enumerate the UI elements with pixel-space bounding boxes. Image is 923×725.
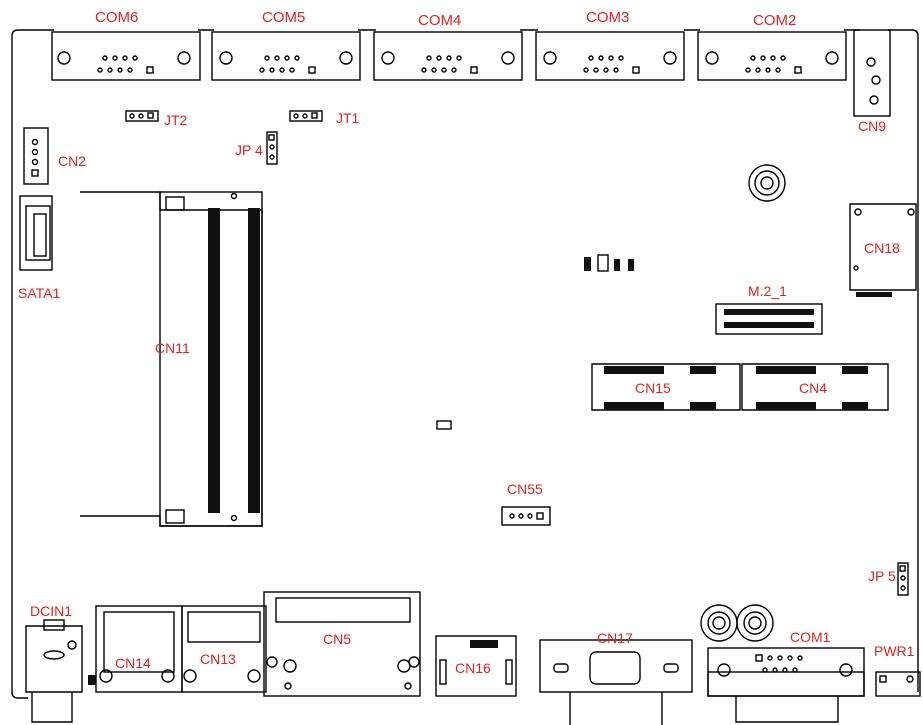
label-dcin1: DCIN1	[30, 603, 73, 619]
com3-connector	[535, 31, 685, 81]
cn11-sodimm-slot	[80, 191, 263, 527]
label-cn55: CN55	[507, 481, 543, 497]
label-cn2: CN2	[58, 153, 87, 169]
cn17-connector	[539, 639, 693, 725]
small-components	[436, 254, 634, 430]
label-sata1: SATA1	[18, 285, 61, 301]
label-cn18: CN18	[864, 240, 900, 256]
cn4-slot	[741, 363, 889, 411]
label-cn15: CN15	[635, 380, 671, 396]
jp5-header	[897, 562, 909, 596]
jp4-header	[266, 131, 278, 165]
label-com6: COM6	[95, 9, 139, 26]
cn16-connector	[435, 635, 517, 697]
pwr1-connector	[875, 671, 921, 697]
dcin1-jack	[25, 619, 96, 723]
label-com2: COM2	[753, 12, 797, 29]
com6-connector	[51, 31, 201, 81]
m2-standoff	[748, 164, 786, 202]
cn14-connector	[95, 605, 183, 693]
label-cn16: CN16	[455, 660, 491, 676]
label-jt2: JT2	[164, 112, 188, 128]
label-cn4: CN4	[799, 380, 828, 396]
label-jp5: JP 5	[868, 568, 896, 584]
label-com5: COM5	[262, 9, 306, 26]
jt1-header	[289, 110, 323, 122]
com4-connector	[373, 31, 523, 81]
label-cn14: CN14	[115, 655, 151, 671]
cn9-connector	[853, 29, 891, 117]
cn5-connector	[263, 591, 421, 697]
label-jp4: JP 4	[235, 142, 263, 158]
label-cn11: CN11	[155, 340, 190, 356]
standoffs	[700, 604, 774, 642]
sata1-connector	[19, 195, 53, 271]
m2-1-slot	[715, 303, 823, 335]
label-com1: COM1	[790, 629, 831, 645]
label-m2-1: M.2_1	[748, 283, 787, 299]
label-jt1: JT1	[336, 110, 360, 126]
label-cn5: CN5	[323, 631, 352, 647]
com1-connector	[707, 647, 865, 723]
com2-connector	[697, 31, 847, 81]
cn13-connector	[181, 605, 267, 693]
jt2-header	[125, 110, 159, 122]
label-com4: COM4	[418, 12, 462, 29]
cn15-slot	[591, 363, 741, 411]
cn18-connector	[849, 203, 917, 297]
label-cn13: CN13	[200, 651, 236, 667]
cn55-header	[501, 506, 551, 526]
label-cn17: CN17	[597, 630, 633, 646]
label-pwr1: PWR1	[874, 643, 915, 659]
label-cn9: CN9	[858, 118, 887, 134]
board-outline	[11, 29, 919, 699]
com5-connector	[211, 31, 361, 81]
cn2-connector	[23, 127, 49, 185]
label-com3: COM3	[586, 9, 630, 26]
